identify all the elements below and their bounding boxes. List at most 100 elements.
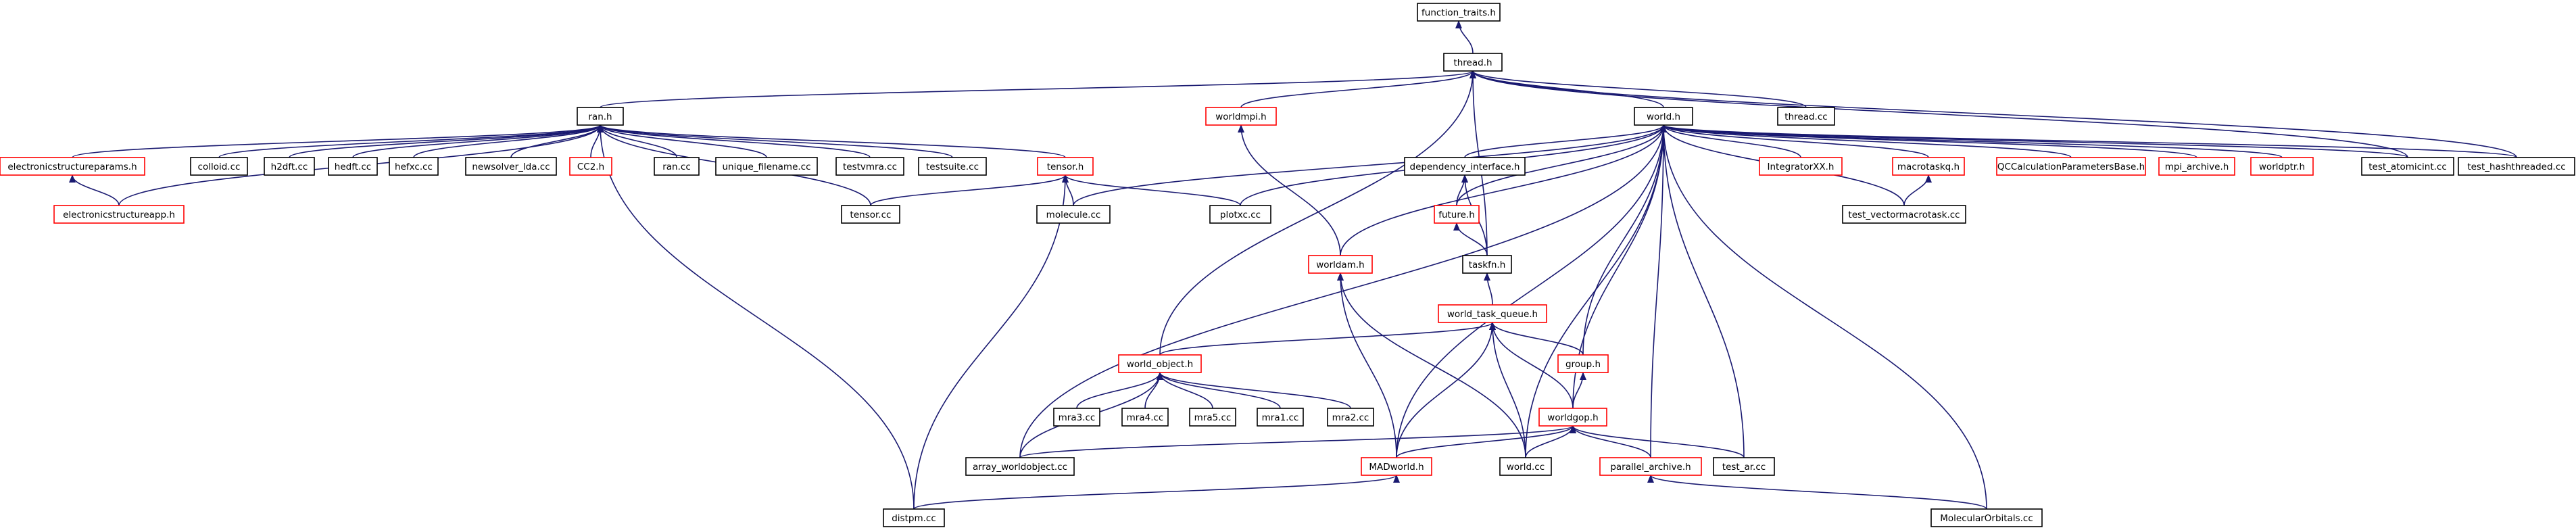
node-label: testsuite.cc [926,162,979,172]
node-testsuite-cc[interactable]: testsuite.cc [918,157,987,176]
node-box [1499,457,1552,476]
node-label: MADworld.h [1369,462,1424,473]
node-group-h[interactable]: group.h [1557,354,1609,373]
edge-mra2_cc-to-world_object_h [1157,372,1351,409]
node-label: world.cc [1507,462,1545,473]
node-distpm-cc[interactable]: distpm.cc [883,508,945,527]
node-ran-h[interactable]: ran.h [577,107,624,126]
node-testvmra-cc[interactable]: testvmra.cc [835,157,904,176]
node-box [1118,354,1202,373]
edge-par_arch_h-to-worldgop_h [1570,425,1651,458]
edge-madworld_h-to-worldam_h [1337,272,1397,458]
node-label: mpi_archive.h [2165,162,2229,172]
node-unique-cc[interactable]: unique_filename.cc [715,157,818,176]
node-qccalc-h[interactable]: QCCalculationParametersBase.h [1996,157,2146,176]
node-macrotaskq-h[interactable]: macrotaskq.h [1892,157,1965,176]
node-box [328,157,378,176]
node-thread-h[interactable]: thread.h [1443,53,1503,72]
node-box [1777,107,1835,126]
node-mra4-cc[interactable]: mra4.cc [1121,408,1169,427]
node-worldptr-h[interactable]: worldptr.h [2250,157,2314,176]
node-integratorxx-h[interactable]: IntegratorXX.h [1759,157,1843,176]
edge-test_atomicint-to-world_h [1660,124,2408,158]
node-box [1121,408,1169,427]
node-taskfn-h[interactable]: taskfn.h [1462,255,1512,274]
node-cc2-h[interactable]: CC2.h [569,157,612,176]
node-world-object-h[interactable]: world_object.h [1118,354,1202,373]
node-label: group.h [1565,359,1601,370]
node-world-h[interactable]: world.h [1634,107,1693,126]
node-ran-cc[interactable]: ran.cc [654,157,700,176]
node-wtq-h[interactable]: world_task_queue.h [1438,304,1547,323]
node-label: electronicstructureparams.h [7,162,137,172]
node-label: mra5.cc [1194,412,1232,423]
node-box [0,157,145,176]
node-molorb-cc[interactable]: MolecularOrbitals.cc [1930,508,2043,527]
edge-world_cc-to-wtq_h [1489,322,1526,458]
node-tensor-h[interactable]: tensor.h [1037,157,1094,176]
node-depint-h[interactable]: dependency_interface.h [1404,157,1526,176]
node-box [965,457,1075,476]
node-label: world_task_queue.h [1447,309,1538,320]
node-thread-cc[interactable]: thread.cc [1777,107,1835,126]
node-par-arch-h[interactable]: parallel_archive.h [1599,457,1702,476]
node-test-atomicint[interactable]: test_atomicint.cc [2361,157,2454,176]
edge-world_cc-to-world_h [1525,124,1667,458]
node-ecsp-h[interactable]: electronicstructureparams.h [0,157,145,176]
node-hefxc-cc[interactable]: hefxc.cc [389,157,439,176]
node-box [1053,408,1100,427]
edge-unique_cc-to-ran_h [597,124,767,158]
edge-tensor_h-to-ran_h [597,124,1066,158]
edge-integratorxx_h-to-world_h [1660,124,1801,158]
edge-distpm_cc-to-tensor_h [913,174,1069,510]
node-label: parallel_archive.h [1610,462,1691,473]
node-hedft-cc[interactable]: hedft.cc [328,157,378,176]
node-future-h[interactable]: future.h [1434,205,1480,224]
node-worldgop-h[interactable]: worldgop.h [1538,408,1607,427]
node-worldmpi-h[interactable]: worldmpi.h [1205,107,1277,126]
edge-qccalc_h-to-world_h [1660,124,2072,158]
node-newsolver-cc[interactable]: newsolver_lda.cc [465,157,557,176]
node-box [1557,354,1609,373]
edge-group_h-to-wtq_h [1489,322,1584,356]
node-function-traits: function_traits.h [1417,3,1501,22]
node-label: IntegratorXX.h [1768,162,1834,172]
node-plotxc-cc[interactable]: plotxc.cc [1209,205,1271,224]
node-mpiarch-h[interactable]: mpi_archive.h [2158,157,2235,176]
node-label: distpm.cc [892,513,936,524]
node-box [918,157,987,176]
node-mra1-cc[interactable]: mra1.cc [1257,408,1304,427]
node-ecsa-h[interactable]: electronicstructureapp.h [53,205,185,224]
edge-plotxc_cc-to-tensor_h [1062,174,1241,206]
node-test-vmt[interactable]: test_vectormacrotask.cc [1842,205,1966,224]
node-box [2250,157,2314,176]
node-label: newsolver_lda.cc [472,162,550,172]
edge-layer [69,20,2517,510]
edge-tensor_cc-to-tensor_h [870,174,1069,206]
node-world-cc[interactable]: world.cc [1499,457,1552,476]
node-mra5-cc[interactable]: mra5.cc [1189,408,1236,427]
node-mra3-cc[interactable]: mra3.cc [1053,408,1100,427]
node-madworld-h[interactable]: MADworld.h [1361,457,1432,476]
node-test-ar-cc[interactable]: test_ar.cc [1713,457,1775,476]
edge-world_cc-to-worldam_h [1337,272,1526,458]
node-colloid-cc[interactable]: colloid.cc [190,157,248,176]
node-label: testvmra.cc [843,162,897,172]
edge-par_arch_h-to-world_h [1650,124,1667,458]
node-label: mra1.cc [1262,412,1299,423]
edge-test_ar_cc-to-world_h [1660,124,1745,458]
edge-molorb_cc-to-world_h [1660,124,1987,510]
node-label: test_vectormacrotask.cc [1848,210,1960,220]
edge-molorb_cc-to-par_arch_h [1647,475,1987,510]
node-h2dft-cc[interactable]: h2dft.cc [264,157,315,176]
node-mra2-cc[interactable]: mra2.cc [1327,408,1374,427]
node-array-wo-cc[interactable]: array_worldobject.cc [965,457,1075,476]
node-label: QCCalculationParametersBase.h [1997,162,2145,172]
node-box [1599,457,1702,476]
node-worldam-h[interactable]: worldam.h [1308,255,1373,274]
node-box [1443,53,1503,72]
node-tensor-cc[interactable]: tensor.cc [841,205,900,224]
node-layer: function_traits.h thread.h ran.h worldmpi.h… [0,3,2575,527]
node-molecule-cc[interactable]: molecule.cc [1036,205,1111,224]
node-test-hashthr[interactable]: test_hashthreaded.cc [2458,157,2575,176]
